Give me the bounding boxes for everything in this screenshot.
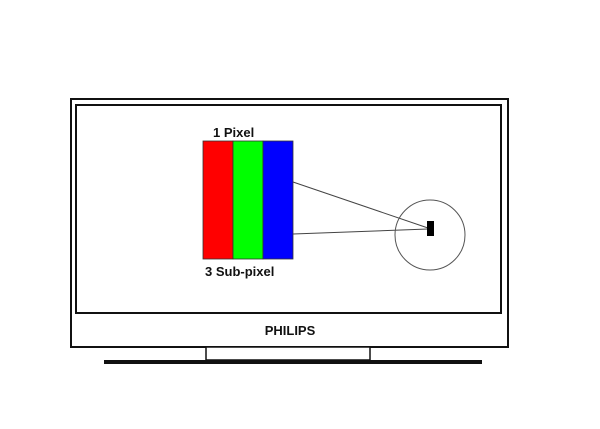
subpixel-red	[202, 140, 234, 260]
subpixel-label: 3 Sub-pixel	[205, 264, 274, 279]
subpixel-green	[232, 140, 264, 260]
tv-stand-neck	[205, 346, 371, 361]
magnify-circle	[394, 199, 466, 271]
zoom-line-top	[292, 181, 429, 229]
pixel-dot	[427, 221, 434, 236]
tv-stand-base	[104, 360, 482, 364]
brand-logo: PHILIPS	[265, 323, 316, 338]
subpixel-blue	[262, 140, 294, 260]
zoom-line-bottom	[292, 228, 429, 235]
pixel-label: 1 Pixel	[213, 125, 254, 140]
